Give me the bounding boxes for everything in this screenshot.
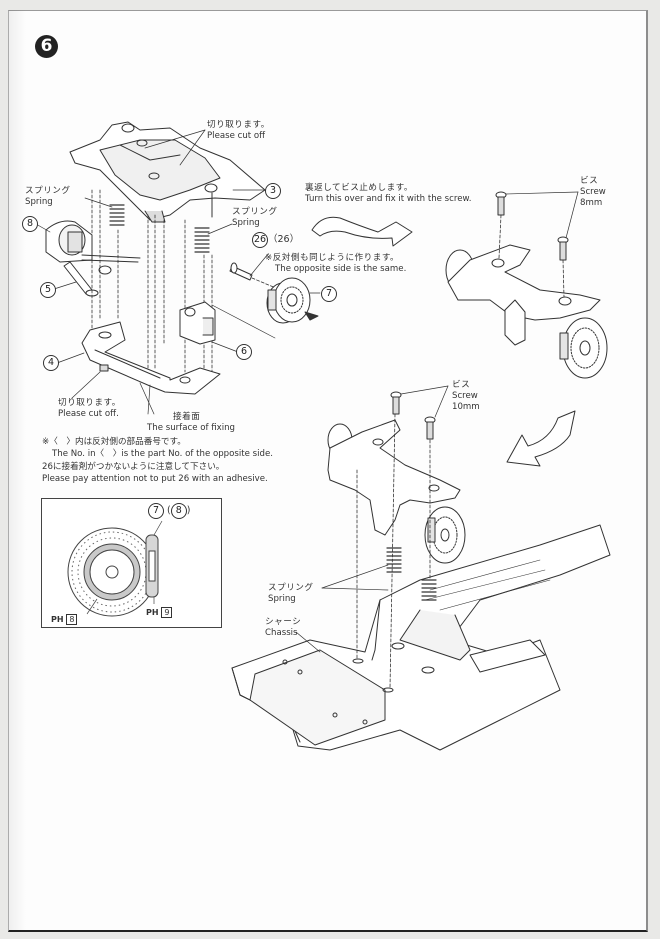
label-jp: ビス xyxy=(452,380,471,390)
part-number-6: 6 xyxy=(236,344,252,360)
label-en: Please cut off. xyxy=(58,409,119,419)
paren-open: ( xyxy=(167,505,171,516)
paint-prefix: PH xyxy=(51,615,64,624)
note-line-4: Please pay attention not to put 26 with … xyxy=(42,473,268,484)
label-chassis: シャーシ Chassis xyxy=(265,617,301,639)
note-line-2: The No. in〈 〉is the part No. of the oppo… xyxy=(52,449,273,460)
label-en: Screw xyxy=(452,391,478,401)
label-jp: 切り取ります。 xyxy=(207,120,270,130)
label-opposite-same: ※反対側も同じように作ります。 The opposite side is the… xyxy=(265,253,406,275)
assembly-notes: ※〈 〉内は反対側の部品番号です。 The No. in〈 〉is the pa… xyxy=(42,436,273,485)
label-jp: 切り取ります。 xyxy=(58,398,121,408)
label-en: Spring xyxy=(268,594,296,604)
label-spring-left: スプリング Spring xyxy=(25,186,70,208)
screw-part-26 xyxy=(229,262,253,281)
assembly-guide-lines xyxy=(91,189,213,373)
part-number-5: 5 xyxy=(40,282,56,298)
label-fixing-surface: 接着面 The surface of fixing xyxy=(147,412,235,434)
label-spring-bottom: スプリング Spring xyxy=(268,583,313,605)
pin-part-5 xyxy=(63,261,112,297)
brake-detail-inset: 7 (8) PH 8 PH 9 xyxy=(41,498,222,628)
paint-ref-right: PH 9 xyxy=(146,607,173,618)
label-jp: スプリング xyxy=(268,583,314,593)
note-line-3: 26に接着剤がつかないように注意して下さい。 xyxy=(42,461,225,472)
label-en: Turn this over and fix it with the screw… xyxy=(305,194,472,204)
label-jp: 裏返してビス止めします。 xyxy=(305,183,414,193)
flipped-arm-assembly xyxy=(445,244,608,379)
label-jp: シャーシ xyxy=(265,617,302,627)
label-en: Screw xyxy=(580,187,606,197)
spring-bottom-left xyxy=(386,547,402,573)
part-number-3: 3 xyxy=(265,183,281,199)
label-screw-8mm: ビス Screw 8mm xyxy=(580,176,606,209)
part-number-7: 7 xyxy=(148,503,164,519)
label-turn-over: 裏返してビス止めします。 Turn this over and fix it w… xyxy=(305,183,471,205)
screw-8mm-b xyxy=(557,236,569,298)
inset-part-ref: 7 (8) xyxy=(148,503,190,519)
spring-left xyxy=(109,204,125,226)
paint-number: 9 xyxy=(161,607,173,618)
screw-10mm-b xyxy=(424,416,436,440)
label-jp: スプリング xyxy=(25,186,71,196)
brake-disc-part-7 xyxy=(266,277,319,324)
paren-close: ) xyxy=(186,505,191,516)
label-jp: スプリング xyxy=(232,207,278,217)
paint-number: 8 xyxy=(66,614,78,625)
label-jp: ※反対側も同じように作ります。 xyxy=(265,253,400,263)
label-spring-mid: スプリング Spring xyxy=(232,207,277,229)
label-size: 10mm xyxy=(452,402,480,412)
lower-suspension-arm-part-4 xyxy=(81,321,221,395)
upper-suspension-arm xyxy=(69,121,266,223)
next-step-arrow xyxy=(506,410,576,467)
label-jp: 接着面 xyxy=(173,412,201,422)
part-number-7: 7 xyxy=(321,286,337,302)
label-en: Please cut off xyxy=(207,131,266,141)
brake-unit-part-8 xyxy=(45,220,141,263)
label-jp: ビス xyxy=(580,176,599,186)
label-en: The surface of fixing xyxy=(147,423,236,433)
note-line-1: ※〈 〉内は反対側の部品番号です。 xyxy=(42,437,186,447)
part-number-26: 26 xyxy=(252,232,268,248)
screw-8mm-a xyxy=(495,191,507,259)
label-en: The opposite side is the same. xyxy=(275,264,407,274)
bracket-part-6 xyxy=(179,301,216,345)
label-en: Chassis xyxy=(265,628,298,638)
label-part-26-ref: 26（26） xyxy=(252,232,299,248)
chassis xyxy=(231,524,611,751)
label-cut-off-top: 切り取ります。 Please cut off xyxy=(207,120,270,142)
label-size: 8mm xyxy=(580,198,603,208)
part-number-8: 8 xyxy=(22,216,38,232)
label-cut-off-bottom: 切り取ります。 Please cut off. xyxy=(58,398,121,420)
part-number-4: 4 xyxy=(43,355,59,371)
screw-10mm-a xyxy=(390,391,402,415)
assembled-arm-on-chassis xyxy=(327,419,466,564)
spring-bottom-right xyxy=(421,579,437,601)
part-number-26-opposite: （26） xyxy=(268,234,300,245)
label-screw-10mm: ビス Screw 10mm xyxy=(452,380,480,413)
paint-prefix: PH xyxy=(146,608,159,617)
step-number-badge: 6 xyxy=(35,35,58,58)
label-en: Spring xyxy=(25,197,53,207)
part-number-8: 8 xyxy=(170,503,187,519)
label-en: Spring xyxy=(232,218,260,228)
brake-disc-detail xyxy=(67,520,163,617)
paint-ref-left: PH 8 xyxy=(51,614,78,625)
spring-mid xyxy=(194,227,210,253)
turn-over-arrow xyxy=(311,216,413,247)
